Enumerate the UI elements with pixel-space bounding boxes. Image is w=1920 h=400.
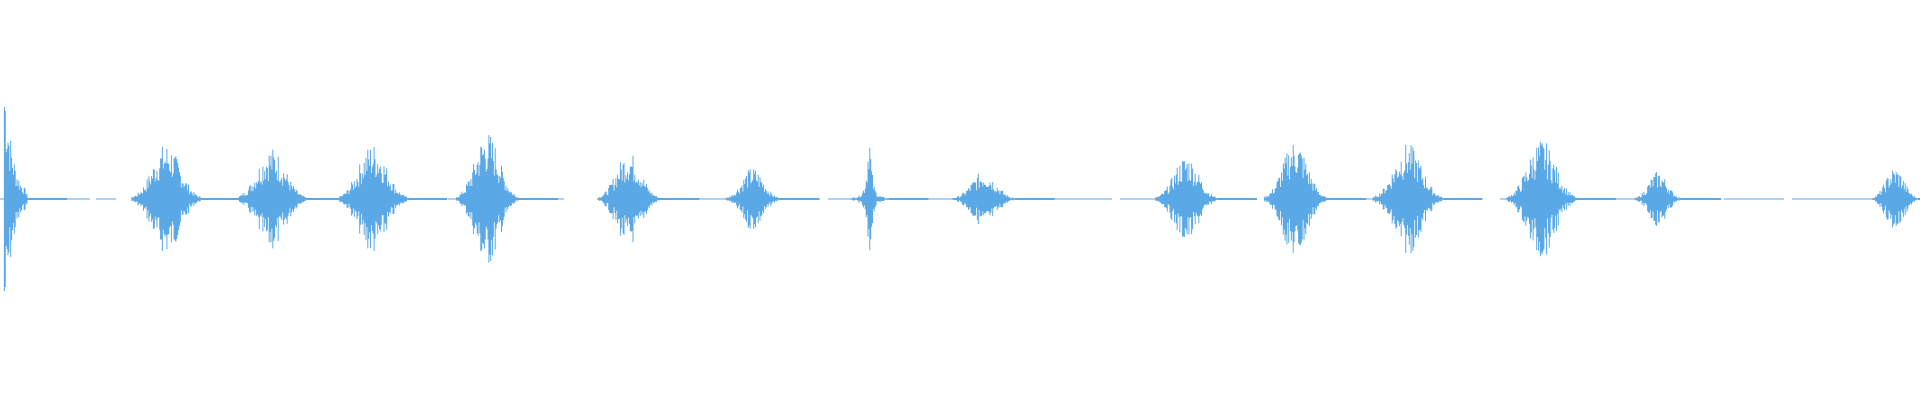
waveform-burst: [236, 149, 306, 249]
waveform-burst: [131, 146, 201, 252]
waveform-burst: [1871, 170, 1919, 228]
waveform-burst: [1155, 161, 1218, 237]
waveform-burst: [1372, 145, 1443, 253]
waveform-burst: [1506, 141, 1576, 257]
waveform-burst: [456, 135, 519, 263]
waveform-burst: [337, 147, 407, 251]
waveform-burst: [725, 169, 780, 229]
waveform-burst: [3, 106, 28, 292]
waveform-bursts: [3, 106, 1920, 292]
waveform-burst: [1263, 145, 1327, 253]
waveform-burst: [952, 173, 1015, 225]
waveform-burst: [849, 147, 889, 251]
waveform-burst: [1634, 172, 1682, 226]
waveform-burst: [597, 155, 660, 243]
